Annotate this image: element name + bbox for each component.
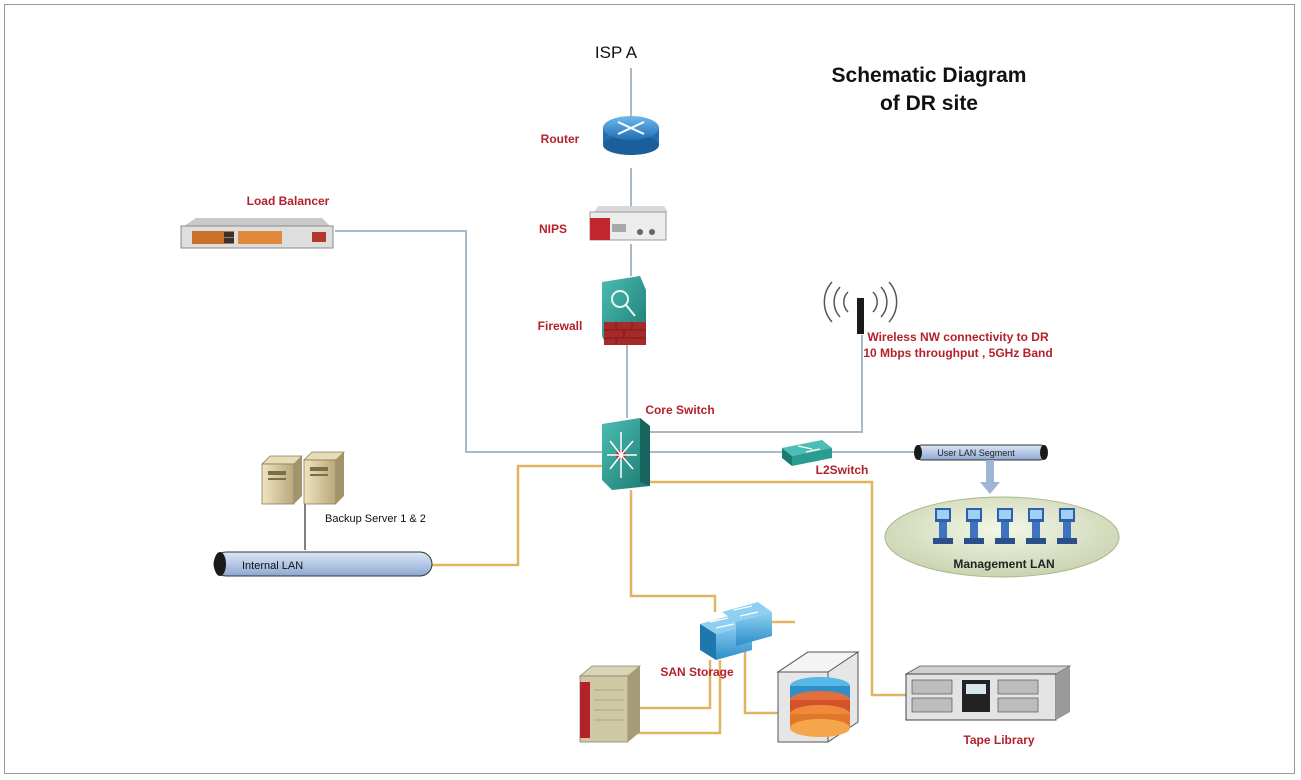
workstation-icon <box>964 508 984 544</box>
nips-label: NIPS <box>539 222 567 236</box>
router-label: Router <box>541 132 580 146</box>
gray-links <box>335 68 915 453</box>
tape-library-label: Tape Library <box>963 733 1034 747</box>
firewall-label: Firewall <box>538 319 583 333</box>
wireless-antenna-icon <box>823 281 898 334</box>
l2-switch-icon <box>782 440 832 466</box>
wireless-label-line-2: 10 Mbps throughput , 5GHz Band <box>863 346 1052 360</box>
core-switch-label: Core Switch <box>645 403 714 417</box>
title-line-1: Schematic Diagram <box>832 64 1027 87</box>
management-lan-label: Management LAN <box>953 557 1054 571</box>
diagram-title: Schematic Diagram of DR site <box>832 64 1027 115</box>
arrow-down-icon <box>980 460 1000 494</box>
server-icon <box>303 451 345 505</box>
isp-label: ISP A <box>595 43 638 62</box>
database-icon <box>776 651 860 743</box>
l2-switch-label: L2Switch <box>816 463 869 477</box>
nips-appliance-icon <box>589 206 668 241</box>
router-icon <box>603 116 659 155</box>
management-lan-group <box>884 496 1120 578</box>
wireless-label-line-1: Wireless NW connectivity to DR <box>867 330 1049 344</box>
firewall-icon <box>602 276 646 345</box>
san-storage-label: SAN Storage <box>660 665 734 679</box>
backup-server-label: Backup Server 1 & 2 <box>325 513 426 525</box>
storage-array-icon <box>578 665 642 743</box>
san-switch-icon <box>700 602 772 660</box>
internal-lan-pipe <box>213 551 433 577</box>
tape-library-icon <box>904 665 1072 721</box>
title-line-2: of DR site <box>880 92 978 115</box>
user-lan-segment-pipe <box>914 444 1048 461</box>
internal-lan-label: Internal LAN <box>242 560 303 572</box>
load-balancer-label: Load Balancer <box>247 194 330 208</box>
workstation-icon <box>933 508 953 544</box>
load-balancer-icon <box>180 218 334 249</box>
core-switch-icon <box>602 418 650 490</box>
user-lan-segment-label: User LAN Segment <box>937 448 1015 458</box>
server-icon <box>261 455 303 505</box>
workstation-icon <box>995 508 1015 544</box>
orange-links <box>432 464 908 735</box>
diagram-frame <box>4 4 1295 774</box>
workstation-icon <box>1026 508 1046 544</box>
workstation-icon <box>1057 508 1077 544</box>
